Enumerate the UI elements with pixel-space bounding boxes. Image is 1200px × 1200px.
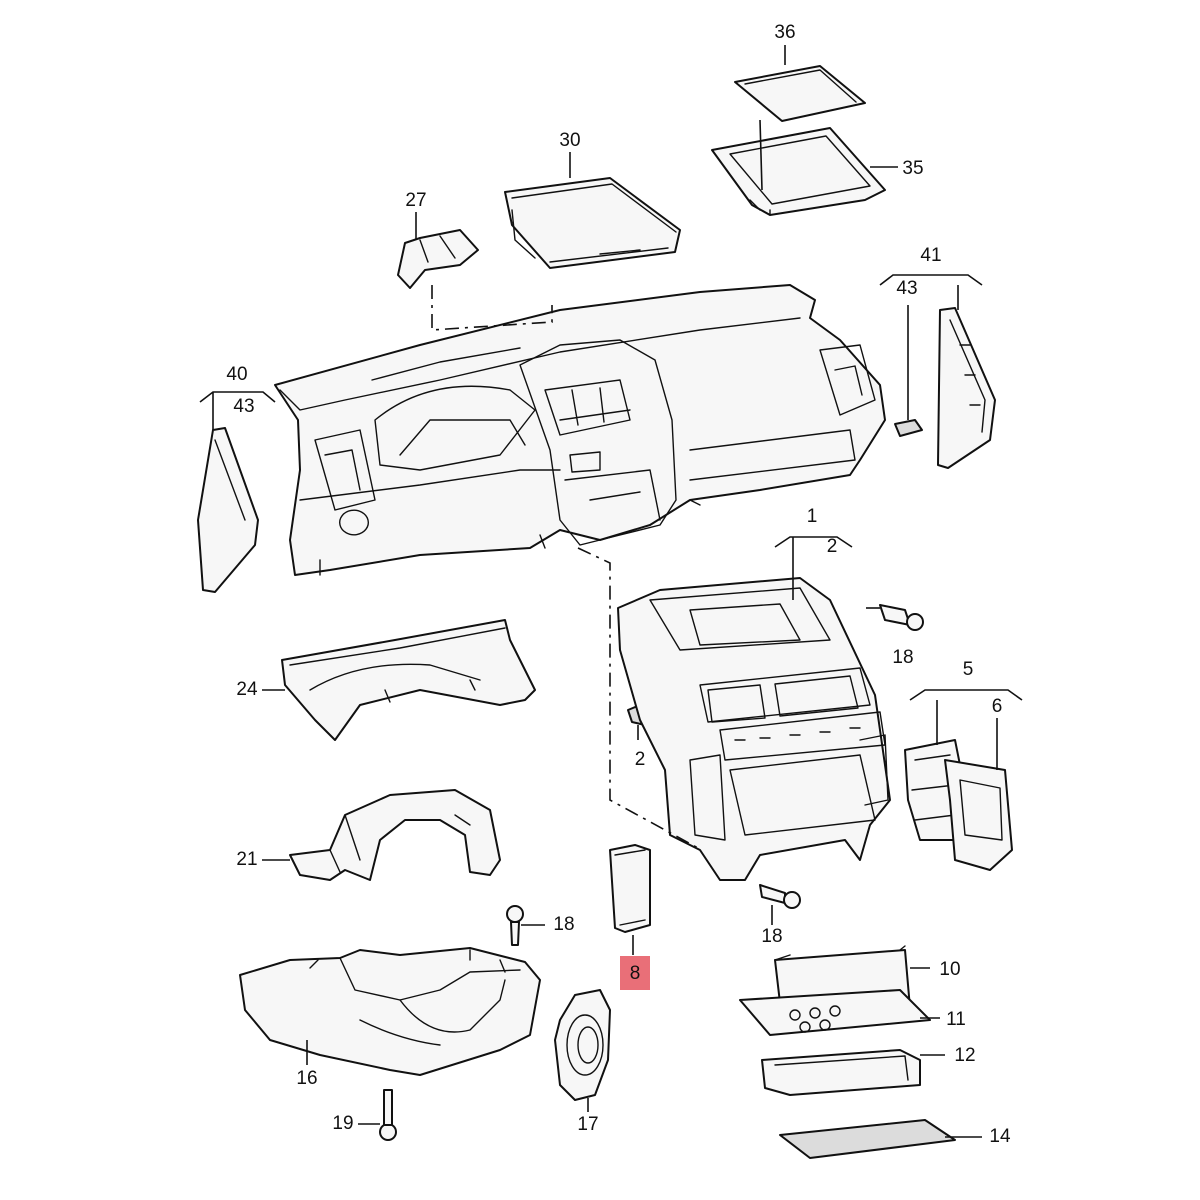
part-17-ring bbox=[554, 989, 611, 1101]
callout-18-left: 18 bbox=[553, 914, 574, 935]
part-43-clip bbox=[894, 419, 923, 437]
part-40-side-trim bbox=[197, 427, 259, 593]
callout-27: 27 bbox=[405, 190, 426, 211]
alignment-line-console bbox=[577, 547, 699, 849]
callout-19: 19 bbox=[332, 1113, 353, 1134]
callout-10: 10 bbox=[939, 959, 960, 980]
alignment-line-27 bbox=[431, 285, 553, 331]
part-6-vent-right bbox=[944, 759, 1013, 871]
part-36-lid bbox=[734, 65, 866, 122]
part-21-shroud bbox=[289, 789, 501, 881]
part-16-lower-cover bbox=[239, 947, 541, 1076]
highlight-box-8 bbox=[620, 956, 650, 990]
part-35-tray bbox=[711, 127, 886, 216]
callout-43-right: 43 bbox=[896, 278, 917, 299]
screw-18-top bbox=[879, 604, 924, 631]
part-27-bracket bbox=[397, 229, 479, 289]
callout-2-left: 2 bbox=[635, 749, 646, 770]
screw-18-bottom bbox=[759, 884, 801, 909]
callout-30: 30 bbox=[559, 130, 580, 151]
callout-43-left: 43 bbox=[233, 396, 254, 417]
callout-35: 35 bbox=[902, 158, 923, 179]
screw-19 bbox=[379, 1089, 397, 1141]
callout-16: 16 bbox=[296, 1068, 317, 1089]
callout-21: 21 bbox=[236, 849, 257, 870]
callout-8: 8 bbox=[630, 963, 641, 984]
part-41-side-trim bbox=[937, 307, 996, 469]
part-8-blank-panel bbox=[609, 844, 651, 933]
part-30-cover bbox=[504, 177, 681, 269]
callout-36: 36 bbox=[774, 22, 795, 43]
callout-1: 1 bbox=[807, 506, 818, 527]
callout-labels: 36 35 30 27 40 43 41 43 1 2 18 5 6 2 8 1… bbox=[226, 22, 1011, 1147]
callout-18-top: 18 bbox=[892, 647, 913, 668]
callout-14: 14 bbox=[989, 1126, 1011, 1147]
callout-24: 24 bbox=[236, 679, 258, 700]
screw-18-left bbox=[506, 905, 524, 946]
part-12-box bbox=[761, 1049, 921, 1096]
part-14-mat bbox=[779, 1119, 956, 1159]
callout-17: 17 bbox=[577, 1114, 598, 1135]
callout-2-right: 2 bbox=[827, 536, 838, 557]
callout-41: 41 bbox=[920, 245, 941, 266]
callout-6: 6 bbox=[992, 696, 1003, 717]
part-11-bracket bbox=[739, 989, 931, 1036]
callout-40: 40 bbox=[226, 364, 247, 385]
callout-18-bottom: 18 bbox=[761, 926, 782, 947]
part-24-upper-trim bbox=[281, 619, 536, 741]
callout-12: 12 bbox=[954, 1045, 975, 1066]
callout-5: 5 bbox=[963, 659, 974, 680]
dashboard-body bbox=[274, 284, 886, 576]
part-1-center-frame bbox=[617, 577, 891, 881]
callout-11: 11 bbox=[946, 1009, 966, 1030]
leader-lines bbox=[199, 45, 1023, 1138]
